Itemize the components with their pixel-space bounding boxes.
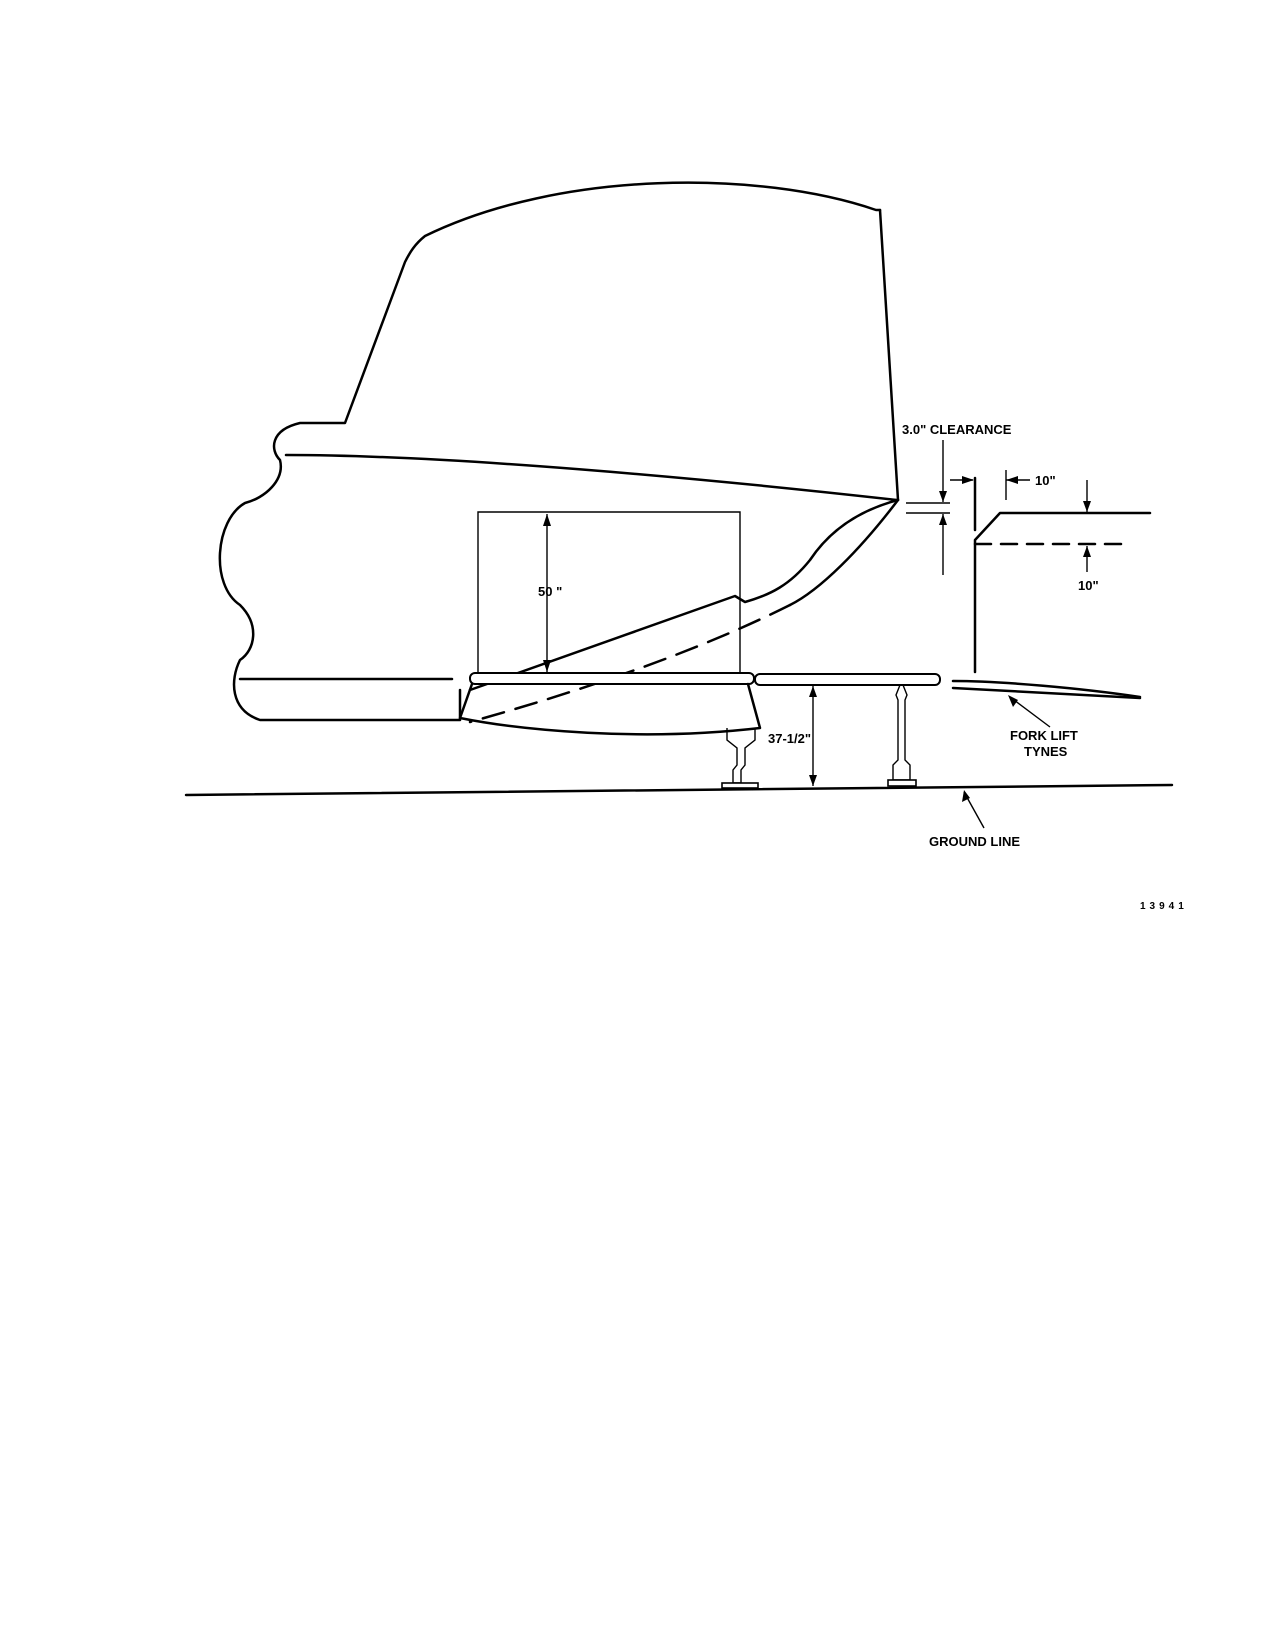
stand-height-label: 37-1/2" [768, 731, 811, 746]
load-envelope-box [477, 511, 741, 677]
stand-leg-right [887, 684, 917, 787]
stand-height-arrow-down [809, 775, 817, 786]
fork-lift-leader-arrow [1008, 695, 1018, 707]
width-side-label: 10" [1078, 578, 1099, 593]
load-height-arrow-down [543, 660, 551, 672]
body-outline [218, 181, 882, 722]
fairing-lower-solid [788, 498, 900, 607]
fork-lift-label-line1: FORK LIFT [1010, 728, 1078, 743]
clearance-arrow-up [939, 514, 947, 525]
ground-line [184, 783, 1174, 797]
cradle-top-rail [469, 672, 755, 685]
fork-lift-leader [1009, 696, 1051, 728]
load-height-arrow-up [543, 514, 551, 526]
clearance-arrow-down [939, 491, 947, 502]
body-waterline [284, 453, 899, 502]
side-arrow-down [1083, 501, 1091, 512]
fork-lift-tyne-underside [951, 686, 1142, 700]
width-arrow-right [962, 476, 974, 484]
fork-lift-mast [973, 511, 1152, 674]
stand-height-arrow-up [809, 686, 817, 697]
body-right-edge [878, 208, 900, 502]
fork-lift-label-line2: TYNES [1024, 744, 1068, 759]
ground-line-label: GROUND LINE [929, 834, 1020, 849]
fairing-solid [468, 498, 900, 692]
fairing-dashed [468, 603, 792, 724]
width-top-label: 10" [1035, 473, 1056, 488]
fork-lift-tyne [951, 679, 1142, 699]
cradle-body [458, 682, 762, 736]
figure-number: 13941 [1140, 901, 1188, 912]
stand-extension-rail [754, 673, 941, 686]
width-arrow-left [1006, 476, 1018, 484]
side-arrow-up [1083, 546, 1091, 557]
ground-leader-arrow [962, 790, 970, 802]
clearance-label: 3.0" CLEARANCE [902, 422, 1012, 437]
load-height-label: 50 " [538, 584, 562, 599]
stand-leg-left [721, 728, 759, 789]
